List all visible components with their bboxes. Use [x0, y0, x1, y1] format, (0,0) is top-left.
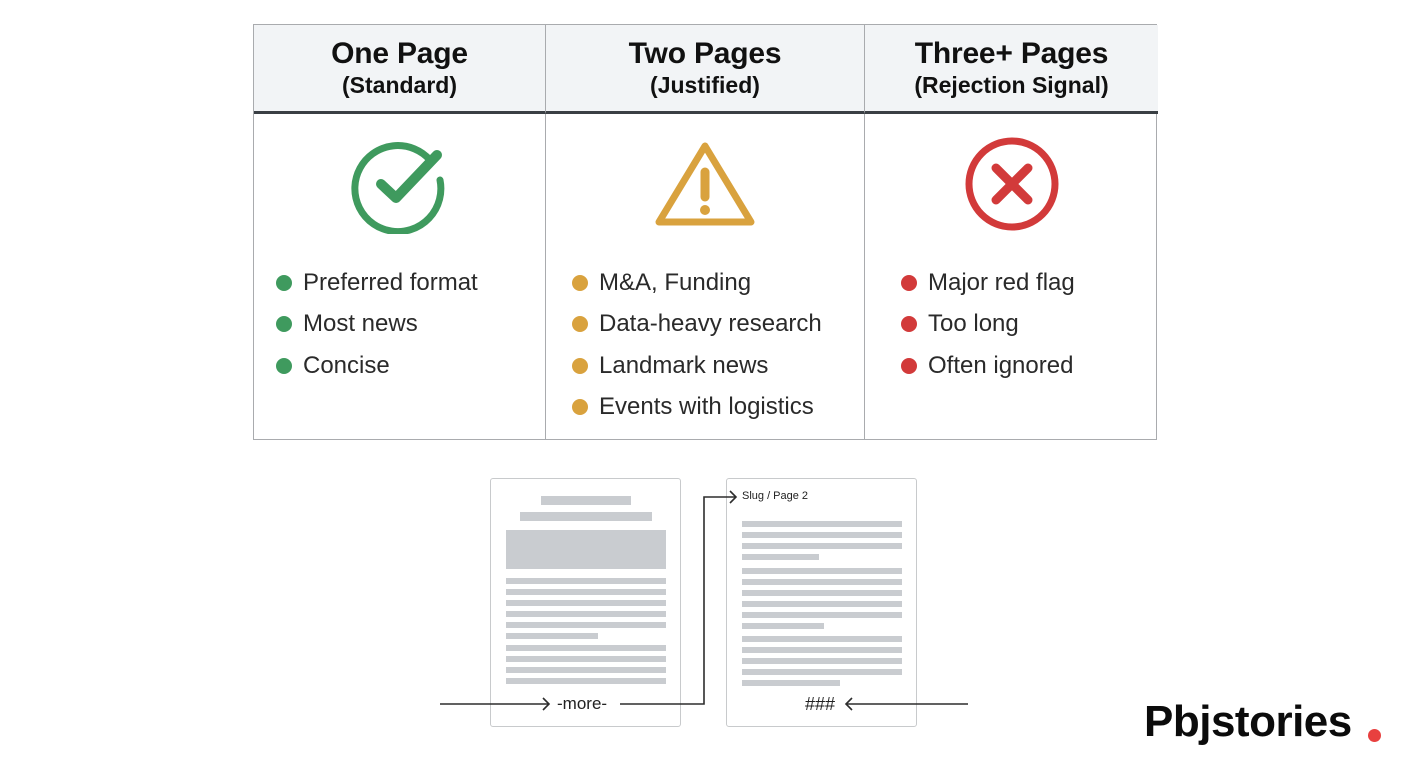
column-title: Two Pages [628, 37, 782, 70]
text-line [742, 579, 902, 585]
text-line [742, 669, 902, 675]
green-dot-icon [276, 274, 292, 291]
green-dot-icon [276, 357, 292, 374]
list-item: Concise [276, 345, 478, 387]
list-item: Data-heavy research [572, 304, 822, 346]
x-circle-icon [965, 137, 1058, 231]
text-line [506, 645, 666, 651]
column-subtitle: (Justified) [650, 72, 760, 98]
text-line [742, 647, 902, 653]
bullet-list: Preferred format Most news Concise [276, 262, 478, 387]
brand-dot-icon [1368, 729, 1381, 742]
list-item: Often ignored [901, 345, 1075, 387]
page-length-comparison-table: One Page (Standard) Two Pages (Justified… [253, 24, 1158, 440]
more-marker: -more- [557, 694, 608, 713]
amber-dot-icon [572, 274, 588, 291]
text-line [742, 612, 902, 618]
red-dot-icon [901, 274, 917, 291]
red-dot-icon [901, 357, 917, 374]
text-line [506, 667, 666, 673]
text-line [742, 658, 902, 664]
text-line [742, 568, 902, 574]
list-item: Events with logistics [572, 387, 822, 429]
amber-dot-icon [572, 316, 588, 333]
list-item: Too long [901, 304, 1075, 346]
check-circle-icon [350, 142, 444, 234]
list-item: M&A, Funding [572, 262, 822, 304]
slug-page-2-label: Slug / Page 2 [742, 490, 809, 502]
green-dot-icon [276, 316, 292, 333]
warning-triangle-icon [655, 142, 755, 226]
text-line [506, 589, 666, 595]
list-item: Most news [276, 304, 478, 346]
text-line [742, 636, 902, 642]
column-header-three-pages: Three+ Pages (Rejection Signal) [865, 25, 1158, 114]
text-line [742, 521, 902, 527]
text-line [506, 600, 666, 606]
list-item: Preferred format [276, 262, 478, 304]
brand-logo: Pbjstories [1144, 697, 1352, 746]
amber-dot-icon [572, 357, 588, 374]
text-line [742, 543, 902, 549]
bullet-list: Major red flag Too long Often ignored [901, 262, 1075, 387]
column-body-three-pages: Major red flag Too long Often ignored [865, 114, 1158, 439]
page-two-mockup [726, 478, 917, 727]
text-line [506, 656, 666, 662]
subheadline-bar [520, 512, 652, 521]
column-header-two-pages: Two Pages (Justified) [546, 25, 865, 114]
amber-dot-icon [572, 399, 588, 416]
column-header-one-page: One Page (Standard) [254, 25, 546, 114]
text-line [506, 678, 666, 684]
page-one-mockup [490, 478, 681, 727]
column-body-one-page: Preferred format Most news Concise [254, 114, 546, 439]
list-item: Landmark news [572, 345, 822, 387]
text-line [742, 554, 819, 560]
text-line [506, 633, 598, 639]
column-subtitle: (Standard) [342, 72, 457, 98]
column-subtitle: (Rejection Signal) [914, 72, 1109, 98]
bullet-list: M&A, Funding Data-heavy research Landmar… [572, 262, 822, 428]
text-line [742, 532, 902, 538]
end-marker: ### [805, 694, 836, 714]
text-line [742, 680, 840, 686]
column-body-two-pages: M&A, Funding Data-heavy research Landmar… [546, 114, 865, 439]
image-placeholder [506, 530, 666, 569]
text-line [742, 590, 902, 596]
text-line [506, 622, 666, 628]
text-line [506, 611, 666, 617]
column-title: One Page [331, 37, 468, 70]
text-line [742, 623, 824, 629]
headline-bar [541, 496, 631, 505]
red-dot-icon [901, 316, 917, 333]
text-line [742, 601, 902, 607]
column-title: Three+ Pages [914, 37, 1109, 70]
text-line [506, 578, 666, 584]
list-item: Major red flag [901, 262, 1075, 304]
